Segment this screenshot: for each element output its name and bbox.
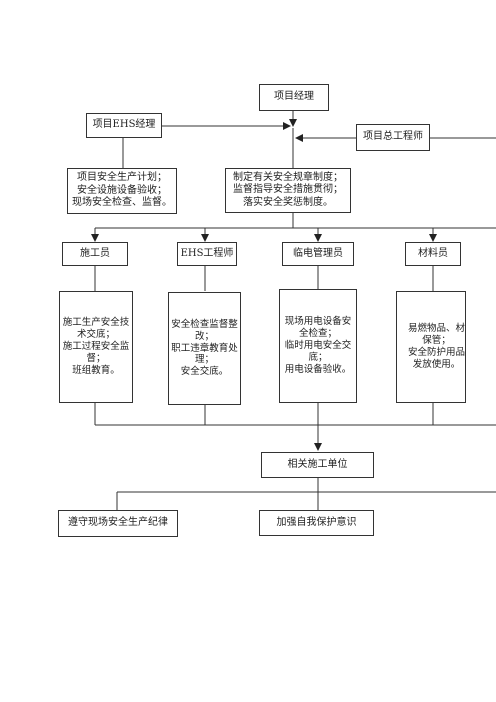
project-manager-box: 项目经理 [259, 84, 329, 111]
self-protection-label: 加强自我保护意识 [276, 516, 357, 528]
construction-staff-box: 施工员 [62, 242, 128, 266]
self-protection-box: 加强自我保护意识 [259, 510, 374, 536]
ehs-manager-box: 项目EHS经理 [86, 113, 162, 138]
chief-engineer-box: 项目总工程师 [356, 124, 430, 151]
construction-staff-label: 施工员 [80, 247, 110, 259]
subcontractors-label: 相关施工单位 [287, 458, 348, 470]
ehs-manager-duties-text: 项目安全生产计划； 安全设施设备验收； 现场安全检查、监督。 [72, 172, 172, 209]
temp-power-manager-box: 临电管理员 [282, 242, 354, 266]
ehs-engineer-box: EHS工程师 [177, 242, 237, 266]
subcontractors-box: 相关施工单位 [261, 452, 374, 478]
ehs-engineer-duties-text: 安全检查监督整 改； 职工违章教育处 理； 安全交底。 [171, 318, 238, 378]
ehs-engineer-label: EHS工程师 [180, 247, 234, 259]
temp-power-manager-label: 临电管理员 [293, 247, 343, 259]
material-staff-duties-box: 易燃物品、材 保管； 安全防护用品 发放使用。 [396, 291, 466, 403]
temp-power-duties-text: 现场用电设备安 全检查； 临时用电安全交 底； 用电设备验收。 [284, 316, 352, 375]
construction-staff-duties-box: 施工生产安全技 术交底； 施工过程安全监 督； 班组教育。 [59, 291, 133, 403]
pm-duties-box: 制定有关安全规章制度； 监督指导安全措施贯彻； 落实安全奖惩制度。 [225, 168, 351, 213]
ehs-manager-label: 项目EHS经理 [92, 119, 156, 131]
ehs-manager-duties-box: 项目安全生产计划； 安全设施设备验收； 现场安全检查、监督。 [67, 168, 177, 214]
material-staff-label: 材料员 [418, 247, 448, 259]
temp-power-duties-box: 现场用电设备安 全检查； 临时用电安全交 底； 用电设备验收。 [279, 289, 357, 403]
discipline-box: 遵守现场安全生产纪律 [58, 510, 178, 537]
material-staff-duties-text: 易燃物品、材 保管； 安全防护用品 发放使用。 [407, 323, 465, 370]
material-staff-box: 材料员 [405, 242, 461, 266]
discipline-label: 遵守现场安全生产纪律 [68, 517, 168, 529]
chief-engineer-label: 项目总工程师 [363, 131, 423, 143]
construction-staff-duties-text: 施工生产安全技 术交底； 施工过程安全监 督； 班组教育。 [62, 317, 130, 376]
pm-duties-text: 制定有关安全规章制度； 监督指导安全措施贯彻； 落实安全奖惩制度。 [233, 171, 343, 208]
project-manager-label: 项目经理 [274, 91, 314, 103]
ehs-engineer-duties-box: 安全检查监督整 改； 职工违章教育处 理； 安全交底。 [168, 292, 241, 405]
